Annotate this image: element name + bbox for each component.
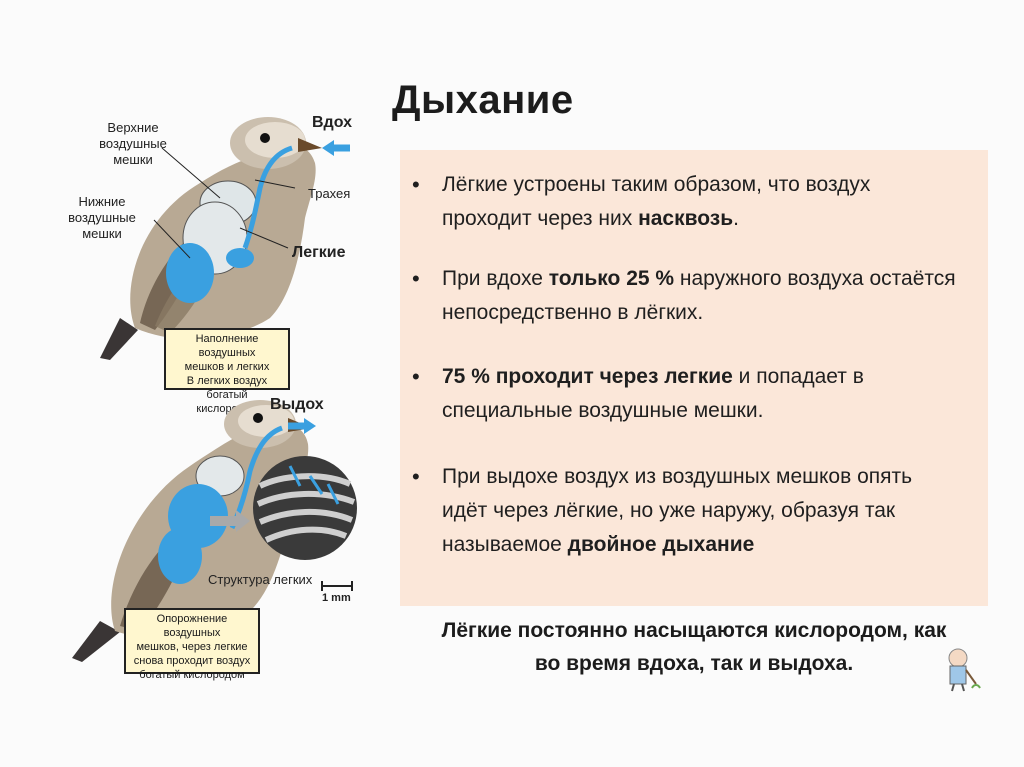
caption-inhale-line-1: Наполнение воздушных: [195, 333, 259, 359]
caption-exhale-line-3: снова проходит воздух: [133, 655, 251, 667]
bullet-dot-icon: •: [412, 464, 420, 489]
bullet-bold-text: двойное дыхание: [567, 533, 755, 556]
bullet-bold-text: только 25 %: [548, 267, 675, 290]
bullet-text: Лёгкие устроены таким образом, что возду…: [442, 173, 871, 196]
bullet-text: При вдохе: [442, 267, 549, 290]
bullet-text: проходит через них: [442, 207, 639, 230]
conclusion-line-1: Лёгкие постоянно насыщаются кислородом, …: [441, 619, 947, 642]
bullet-dot-icon: •: [412, 172, 420, 197]
bullet-bold-text: 75 % проходит через легкие: [442, 365, 733, 388]
content-box: • Лёгкие устроены таким образом, что возд…: [400, 150, 988, 606]
conclusion-line-2: во время вдоха, так и выдоха.: [534, 652, 854, 675]
bird-inhale-figure: Вдох Верхние воздушные мешки Трахея Нижн…: [60, 108, 380, 415]
label-upper-air-sacs: Верхние воздушные мешки: [99, 120, 167, 167]
caption-exhale: Опорожнение воздушных мешков, через легк…: [124, 608, 260, 681]
label-lower-air-sacs: Нижние воздушные мешки: [68, 194, 136, 241]
label-trachea: Трахея: [308, 186, 351, 201]
caption-exhale-line-2: мешков, через легкие: [136, 641, 248, 653]
bullet-text: .: [733, 207, 739, 230]
slide-title: Дыхание: [392, 78, 574, 122]
conclusion-text: Лёгкие постоянно насыщаются кислородом, …: [400, 614, 988, 680]
label-exhale: Выдох: [270, 396, 324, 413]
bird-exhale-figure: Выдох Структура легких 1 mm Опорожнение …: [60, 396, 380, 686]
caption-inhale-line-2: мешков и легких: [184, 361, 270, 373]
bullet-item: • 75 % проходит через легкие и попадает …: [400, 360, 960, 428]
bird-inhale-illustration: [100, 117, 350, 371]
bullet-text: наружного воздуха остаётся непосредствен…: [442, 267, 956, 324]
bullet-bold-text: насквозь: [638, 207, 734, 230]
teacher-mascot-icon: [948, 648, 981, 692]
label-inhale: Вдох: [312, 114, 352, 131]
caption-inhale: Наполнение воздушных мешков и легких В л…: [164, 328, 290, 415]
bullet-dot-icon: •: [412, 364, 420, 389]
caption-inhale-line-3: В легких воздух богатый: [186, 375, 268, 401]
bullet-item: • При выдохе воздух из воздушных мешков о…: [400, 460, 960, 562]
caption-exhale-line-4: богатый кислородом: [139, 669, 245, 681]
bird-exhale-illustration: [72, 400, 357, 662]
bullet-text: и попадает в специальные воздушные мешки…: [442, 365, 864, 422]
caption-exhale-line-1: Опорожнение воздушных: [156, 613, 228, 639]
bullet-dot-icon: •: [412, 266, 420, 291]
bullet-item: • При вдохе только 25 % наружного воздуха…: [400, 262, 960, 330]
label-scale: 1 mm: [322, 592, 351, 604]
bullet-text: При выдохе воздух из воздушных мешков оп…: [442, 465, 913, 556]
label-lungs: Легкие: [292, 244, 346, 261]
bullet-item: • Лёгкие устроены таким образом, что возд…: [400, 168, 960, 236]
label-lung-structure: Структура легких: [208, 572, 313, 587]
